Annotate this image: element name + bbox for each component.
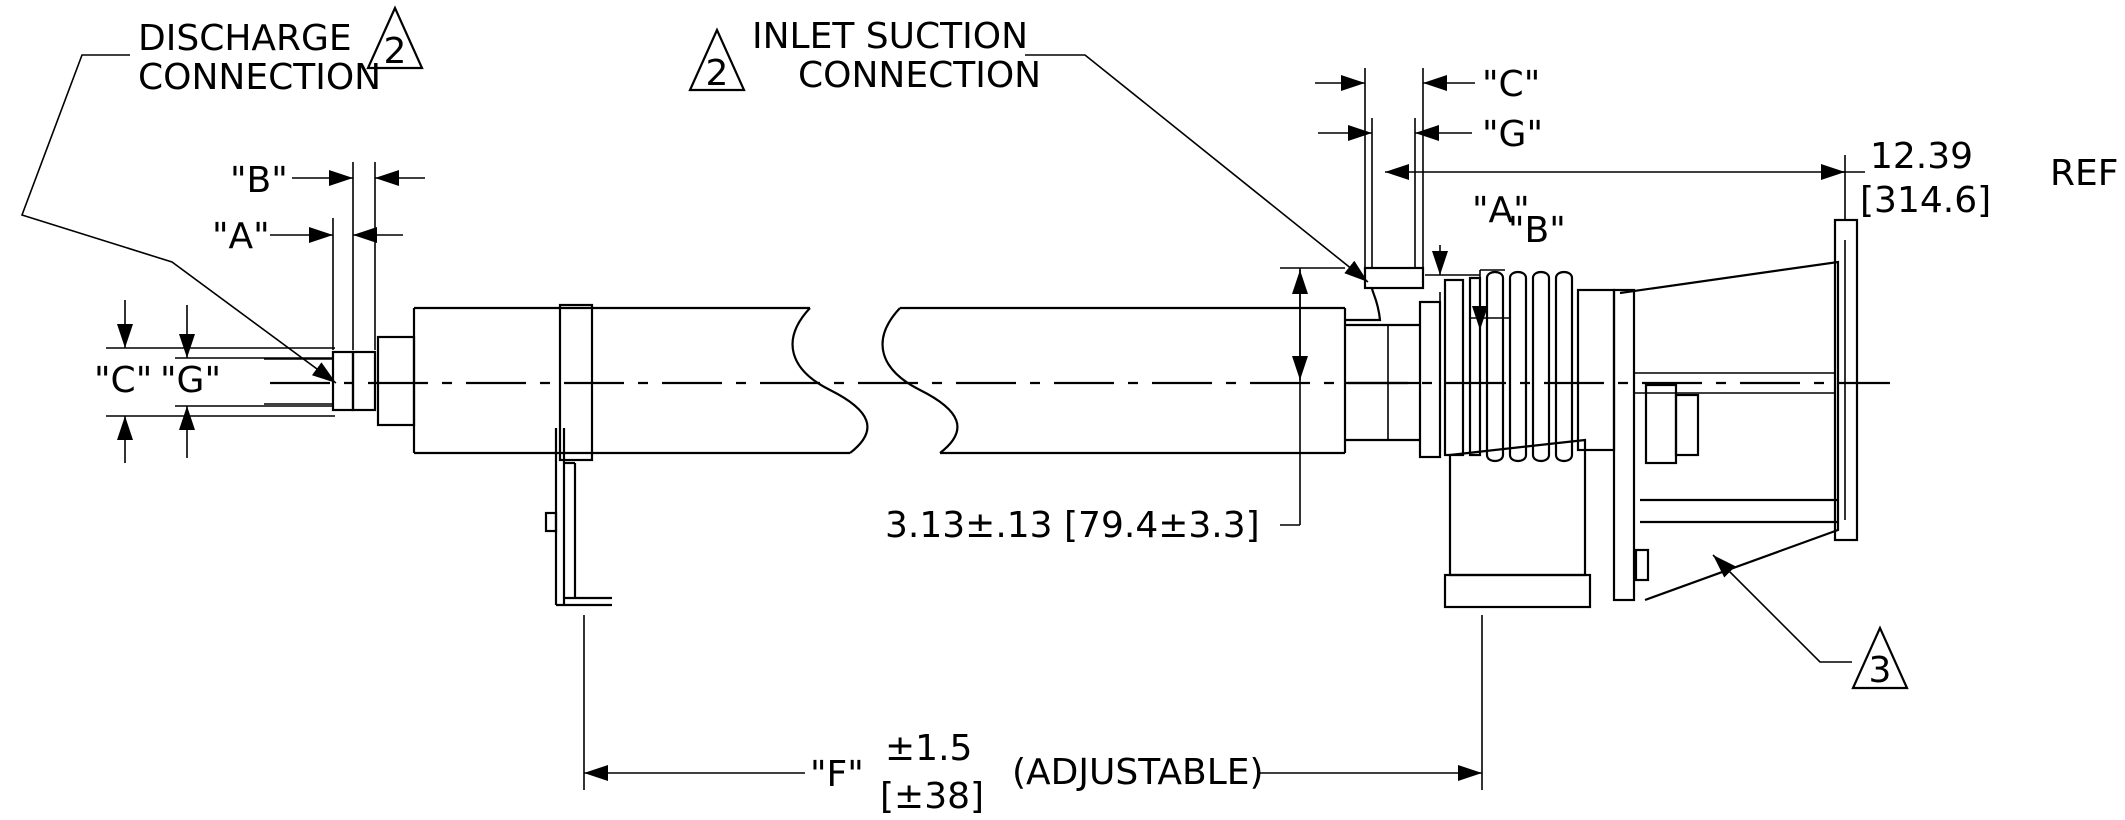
f-dimension: "F" ±1.5 [±38] (ADJUSTABLE) [583, 615, 1483, 817]
dim-f-adjustable: (ADJUSTABLE) [1012, 752, 1264, 793]
note-number: 3 [1869, 650, 1892, 691]
discharge-label-line1: DISCHARGE [138, 18, 352, 59]
note-triangle-3 [1851, 625, 1909, 690]
dim-f-label: "F" [810, 754, 864, 795]
inlet-leader [1025, 54, 1369, 283]
dim-f-tolerance-mm: [±38] [880, 776, 984, 817]
dim-a-right: "A" [1472, 190, 1530, 231]
inlet-callout: 2 INLET SUCTION CONNECTION [688, 16, 1369, 283]
revision-triangle-2 [366, 5, 424, 70]
dim-b-right: "B" [1508, 210, 1566, 251]
discharge-leader [20, 54, 337, 384]
dim-ref-inches: 12.39 [1870, 136, 1973, 177]
note-3-leader [1712, 554, 1852, 663]
revision-triangle-2 [688, 27, 746, 92]
revision-number: 2 [384, 31, 407, 72]
inlet-label-line2: CONNECTION [798, 55, 1041, 96]
dim-g-left: "G" [160, 360, 221, 401]
left-dimensions: "B" "A" "C" "G" [94, 160, 425, 463]
discharge-label-line2: CONNECTION [138, 57, 381, 98]
dim-c-left: "C" [94, 360, 152, 401]
cooling-fins [1418, 270, 1616, 463]
dim-g-right: "G" [1482, 114, 1543, 155]
suction-dimensions: "C" "G" "A" "B" 12.39 [314.6] REF [1315, 64, 2118, 330]
inlet-label-line1: INLET SUCTION [752, 16, 1028, 57]
note-3-callout: 3 [1712, 554, 1909, 691]
discharge-callout: 2 DISCHARGE CONNECTION [20, 5, 424, 384]
revision-number: 2 [706, 53, 729, 94]
dim-a-left: "A" [212, 216, 270, 257]
suction-connection [1345, 266, 1425, 442]
dim-b-left: "B" [230, 160, 288, 201]
mounting-bracket [544, 303, 612, 607]
dim-diameter: 3.13±.13 [79.4±3.3] [885, 505, 1260, 546]
pump-column-tube [412, 306, 1347, 455]
dim-c-right: "C" [1482, 64, 1540, 105]
motor-housing [1443, 218, 1859, 609]
dim-ref-mm: [314.6] [1860, 180, 1991, 221]
diameter-dimension: 3.13±.13 [79.4±3.3] [885, 267, 1345, 546]
dim-ref-word: REF [2050, 153, 2118, 194]
dim-f-tolerance-inches: ±1.5 [885, 728, 972, 769]
discharge-fitting [264, 335, 416, 427]
